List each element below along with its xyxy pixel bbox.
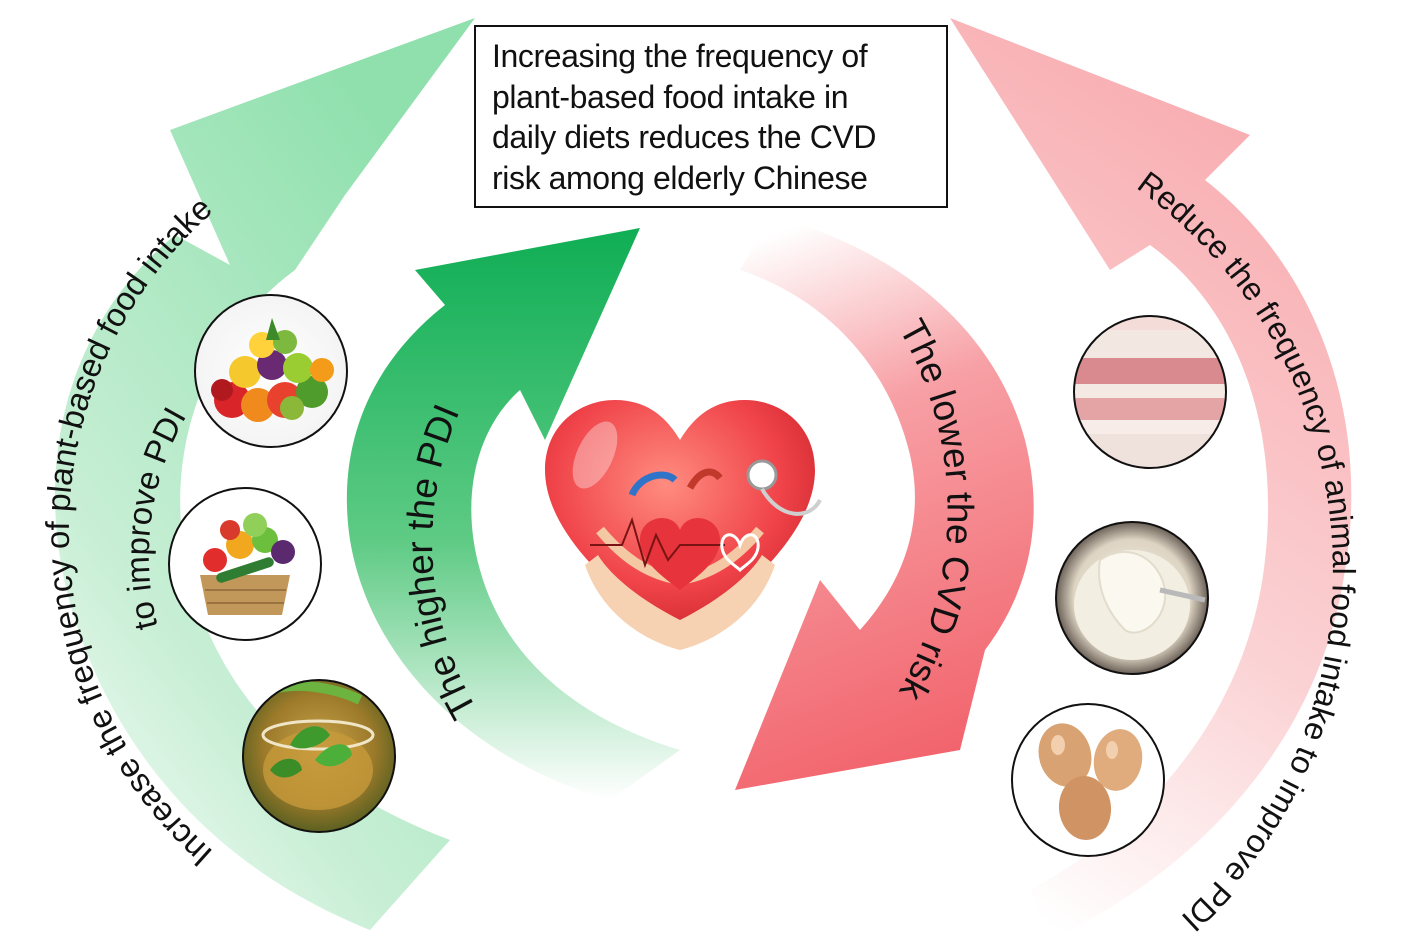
left-cycle-arrow xyxy=(55,18,476,930)
conclusion-box: Increasing the frequency of plant-based … xyxy=(474,25,948,208)
heart-in-hands-icon xyxy=(545,400,822,650)
fruits-image xyxy=(194,294,348,448)
conclusion-line: plant-based food intake in xyxy=(492,78,849,115)
right-cycle-arrow xyxy=(950,18,1352,940)
vegetables-basket-image xyxy=(168,487,322,641)
inner-green-arrow xyxy=(346,228,680,800)
conclusion-line: daily diets reduces the CVD xyxy=(492,119,877,155)
conclusion-line: Increasing the frequency of xyxy=(492,38,868,74)
pork-belly-image xyxy=(1073,315,1227,469)
inner-red-arrow xyxy=(735,215,1034,790)
herbal-tea-image xyxy=(242,679,396,833)
eggs-image xyxy=(1011,703,1165,857)
yogurt-image xyxy=(1055,521,1209,675)
conclusion-line: risk among elderly Chinese xyxy=(492,159,868,196)
